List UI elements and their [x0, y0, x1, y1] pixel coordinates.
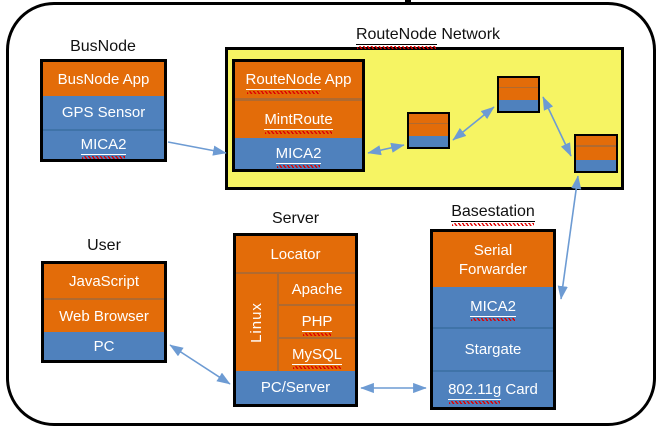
routenode-network-title-underlined: RouteNode — [355, 26, 437, 49]
routenode-mica2-layer: MICA2 — [235, 138, 362, 169]
busnode-title-text: BusNode — [70, 38, 136, 55]
serial-forwarder-layer: Serial Forwarder — [433, 232, 553, 287]
server-stack: Locator Linux Apache PHP MySQL PC/Server — [233, 233, 358, 407]
locator-label: Locator — [270, 245, 321, 263]
routenode-app-label: RouteNode App — [245, 70, 352, 94]
busnode-app-label: BusNode App — [57, 70, 150, 88]
routenode-network-title-rest: Network — [436, 26, 501, 43]
linux-column: Linux — [236, 274, 277, 371]
busnode-title: BusNode — [40, 38, 166, 56]
server-services-column: Apache PHP MySQL — [279, 274, 355, 371]
basestation-title: Basestation — [430, 203, 556, 226]
javascript-layer: JavaScript — [44, 264, 164, 298]
routenode-app-layer: RouteNode App — [235, 62, 362, 98]
mini-node-blue — [499, 100, 538, 111]
linux-label: Linux — [247, 302, 265, 343]
wifi-card-layer: 802.11g Card — [433, 372, 553, 407]
cropped-text-artifact — [405, 0, 411, 5]
server-middle-row: Linux Apache PHP MySQL — [236, 274, 355, 371]
php-cell: PHP — [279, 306, 355, 337]
mintroute-layer: MintRoute — [235, 101, 362, 138]
layer-divider — [44, 298, 164, 300]
busnode-mica2-label: MICA2 — [80, 136, 127, 159]
column-divider — [277, 274, 279, 371]
server-title: Server — [233, 210, 358, 228]
apache-label: Apache — [291, 280, 343, 298]
routenode-mini-node-2 — [497, 76, 540, 113]
layer-divider — [235, 98, 362, 101]
mintroute-label: MintRoute — [264, 110, 333, 134]
busnode-mica2-layer: MICA2 — [43, 131, 164, 159]
layer-divider — [236, 272, 355, 274]
mini-node-blue — [409, 136, 448, 147]
layer-divider — [433, 370, 553, 372]
mini-node-orange-bottom — [576, 146, 616, 160]
gps-sensor-label: GPS Sensor — [61, 104, 146, 121]
mysql-cell: MySQL — [279, 339, 355, 371]
pc-label: PC — [93, 337, 115, 355]
busnode-app-layer: BusNode App — [43, 62, 164, 96]
layer-divider — [279, 337, 355, 339]
serial-forwarder-label: Serial Forwarder — [458, 241, 528, 278]
routenode-stack: RouteNode App MintRoute MICA2 — [232, 59, 365, 172]
javascript-label: JavaScript — [68, 272, 140, 290]
routenode-mini-node-3 — [574, 134, 618, 173]
user-title-text: User — [87, 237, 121, 254]
web-browser-label: Web Browser — [59, 307, 149, 325]
routenode-mica2-label: MICA2 — [275, 144, 322, 168]
wifi-card-label: 802.11g Card — [448, 380, 538, 404]
basestation-mica2-layer: MICA2 — [433, 287, 553, 327]
stargate-label: Stargate — [464, 341, 522, 358]
server-title-text: Server — [271, 210, 320, 227]
routenode-mini-node-1 — [407, 112, 450, 149]
routenode-network-title: RouteNode Network — [328, 26, 528, 49]
wifi-card-label-rest: Card — [501, 380, 538, 398]
mini-node-blue — [576, 159, 616, 172]
mini-node-divider — [499, 86, 538, 89]
locator-layer: Locator — [236, 236, 355, 272]
mini-node-divider — [409, 122, 448, 125]
basestation-stack: Serial Forwarder MICA2 Stargate 802.11g … — [430, 229, 556, 410]
gps-sensor-layer: GPS Sensor — [43, 96, 164, 129]
php-label: PHP — [301, 312, 333, 336]
apache-cell: Apache — [279, 274, 355, 304]
mini-node-divider — [576, 145, 616, 147]
mini-node-orange-top — [576, 136, 616, 146]
mini-node-orange-top — [499, 78, 538, 87]
stargate-layer: Stargate — [433, 329, 553, 370]
user-title: User — [41, 237, 167, 255]
wifi-card-label-underlined: 802.11g — [448, 380, 502, 404]
layer-divider — [433, 327, 553, 329]
routenode-app-label-underlined: RouteNode — [245, 71, 322, 94]
pc-server-layer: PC/Server — [236, 371, 355, 404]
routenode-app-label-rest: App — [321, 71, 352, 88]
mini-node-orange-top — [409, 114, 448, 123]
layer-divider — [43, 129, 164, 131]
layer-divider — [279, 304, 355, 306]
basestation-mica2-label: MICA2 — [470, 298, 516, 321]
pc-layer: PC — [44, 332, 164, 360]
pc-server-label: PC/Server — [260, 379, 331, 396]
busnode-stack: BusNode App GPS Sensor MICA2 — [40, 59, 167, 162]
web-browser-layer: Web Browser — [44, 300, 164, 332]
mysql-label: MySQL — [291, 346, 342, 369]
basestation-title-text: Basestation — [451, 203, 535, 226]
user-stack: JavaScript Web Browser PC — [41, 261, 167, 363]
mini-node-orange-bottom — [409, 124, 448, 137]
mini-node-orange-bottom — [499, 88, 538, 101]
